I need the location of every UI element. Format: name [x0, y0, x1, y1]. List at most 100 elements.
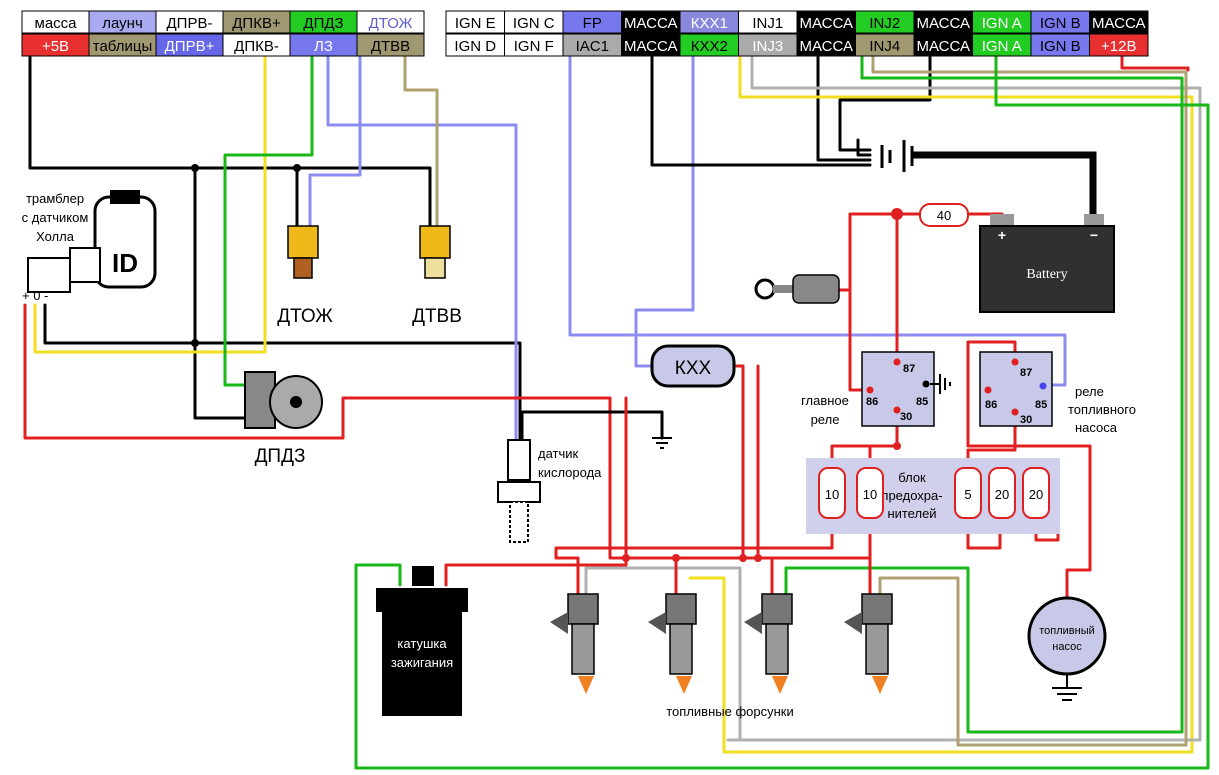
right-connector-pin-label: IGN A: [982, 38, 1022, 55]
fuse-block-label-2: предохра-: [881, 488, 942, 503]
right-connector-pin-label: КХХ2: [691, 38, 728, 55]
left-connector-pin-bottom-5: ЛЗ: [289, 33, 358, 57]
fuse-value: 20: [995, 487, 1009, 502]
right-connector-pin-top-3: FP: [562, 10, 622, 34]
right-connector-pin-label: МАССА: [799, 38, 853, 55]
right-connector-pin-label: INJ3: [752, 38, 783, 55]
fuse-value: 5: [964, 487, 971, 502]
fuse-block-label-3: нителей: [887, 506, 936, 521]
left-connector-pin-label: ЛЗ: [314, 38, 333, 55]
fuse-block: [806, 458, 1060, 534]
distributor-pins-text: + 0 -: [22, 288, 48, 303]
left-connector-pin-bottom-2: таблицы: [88, 33, 157, 57]
fpr-85: 85: [1035, 399, 1047, 411]
wire-ground-distributor: [193, 166, 247, 420]
injector-3: [744, 593, 793, 694]
right-connector-pin-top-2: IGN C: [504, 10, 564, 34]
fuse-4: 20: [988, 467, 1016, 519]
right-connector-pin-bottom-9: МАССА: [913, 33, 973, 57]
left-connector-pin-label: ДПКВ-: [234, 38, 279, 55]
left-connector-pin-top-4: ДПКВ+: [222, 10, 291, 34]
fpr-87: 87: [1020, 367, 1032, 379]
right-connector-pin-top-6: INJ1: [738, 10, 798, 34]
wire-red-coil: [444, 563, 628, 587]
right-connector-pin-label: МАССА: [624, 38, 678, 55]
kxx-label: КХХ: [675, 358, 712, 379]
fuse-value: 10: [863, 487, 877, 502]
left-connector-pin-label: ДТОЖ: [369, 15, 413, 32]
ignition-coil: [376, 566, 468, 716]
battery-minus: −: [1090, 227, 1098, 243]
right-connector-pin-bottom-10: IGN A: [972, 33, 1032, 57]
wire-yellow-inj1: [688, 55, 1194, 754]
ground-symbol-battery: [880, 140, 914, 172]
dtozh-label: ДТОЖ: [277, 306, 333, 327]
right-connector-pin-top-10: IGN A: [972, 10, 1032, 34]
right-connector-pin-top-5: КХХ1: [679, 10, 739, 34]
wire-red-5v: [23, 303, 628, 560]
left-connector-pin-label: ДПРВ+: [165, 38, 215, 55]
right-connector-pin-bottom-1: IGN D: [445, 33, 505, 57]
left-connector-pin-label: +5В: [42, 38, 69, 55]
distributor: ID + 0 -: [22, 190, 157, 303]
fuel-pump: [1027, 596, 1107, 701]
oxygen-label-2: кислорода: [538, 465, 602, 480]
wire-green-dpdz: [223, 55, 314, 387]
wire-red-mainrelay-86: [848, 212, 899, 392]
left-connector-pin-label: лаунч: [102, 15, 143, 32]
left-connector-pin-label: масса: [35, 15, 78, 32]
wire-tan-dtvv: [403, 55, 439, 230]
ground-symbol-oxygen: [652, 437, 672, 449]
wire-red-fuse1-out: [554, 516, 834, 596]
right-connector-pin-bottom-3: IAC1: [562, 33, 622, 57]
right-connector-pin-top-12: МАССА: [1089, 10, 1149, 34]
oxygen-label-1: датчик: [538, 446, 579, 461]
injectors-label: топливные форсунки: [666, 704, 793, 719]
right-connector-pin-bottom-5: КХХ2: [679, 33, 739, 57]
main-relay-85: 85: [916, 396, 928, 408]
wire-oxygen-ground: [520, 410, 664, 442]
wire-black-masse-2: [816, 55, 872, 162]
fuse-3: 5: [954, 467, 982, 519]
right-connector-pin-label: IGN D: [454, 38, 496, 55]
starter-terminal: [754, 274, 840, 304]
right-connector-pin-label: МАССА: [799, 15, 853, 32]
left-connector-pin-label: таблицы: [93, 38, 152, 55]
coil-label-1: катушка: [397, 636, 447, 651]
battery-label: Battery: [1026, 267, 1067, 282]
main-relay-86: 86: [866, 396, 878, 408]
right-connector-pin-label: IGN B: [1040, 15, 1081, 32]
idle-valve[interactable]: КХХ: [650, 344, 736, 388]
junction-main: [891, 208, 903, 220]
right-connector-pin-bottom-12: +12В: [1089, 33, 1149, 57]
wire-black-dist-minus: [43, 303, 522, 442]
right-connector-pin-label: FP: [583, 15, 602, 32]
fpr-86: 86: [985, 399, 997, 411]
intake-air-temp-sensor: [419, 225, 451, 279]
distributor-label-2: с датчиком: [22, 210, 89, 225]
right-connector-pin-label: IGN A: [982, 15, 1022, 32]
right-connector-pin-top-9: МАССА: [913, 10, 973, 34]
wire-red-kxx: [733, 364, 745, 560]
ground-symbol-main-relay: [930, 374, 951, 394]
fuse-1: 10: [818, 467, 846, 519]
wire-blue-dtozh: [308, 55, 362, 230]
wire-ground-bus: [28, 55, 432, 230]
right-connector-pin-bottom-8: INJ4: [855, 33, 915, 57]
right-connector-pin-label: INJ4: [869, 38, 900, 55]
injector-4: [844, 593, 893, 694]
left-connector-pin-top-5: ДПДЗ: [289, 10, 358, 34]
coolant-temp-sensor: [287, 225, 319, 279]
main-relay: 87 86 85 30: [861, 351, 935, 427]
throttle-position-sensor: [244, 371, 323, 429]
left-connector-pin-label: ДПКВ+: [232, 15, 281, 32]
left-connector-pin-bottom-1: +5В: [21, 33, 90, 57]
wire-black-masse-4: [856, 138, 872, 157]
right-connector-pin-label: IAC1: [576, 38, 609, 55]
distributor-label-1: трамблер: [26, 191, 84, 206]
fpr-label-2: топливного: [1068, 402, 1136, 417]
wire-gray-inj3b: [584, 566, 742, 742]
main-relay-label-1: главное: [801, 393, 849, 408]
right-connector-pin-bottom-7: МАССА: [796, 33, 856, 57]
main-relay-87: 87: [903, 363, 915, 375]
